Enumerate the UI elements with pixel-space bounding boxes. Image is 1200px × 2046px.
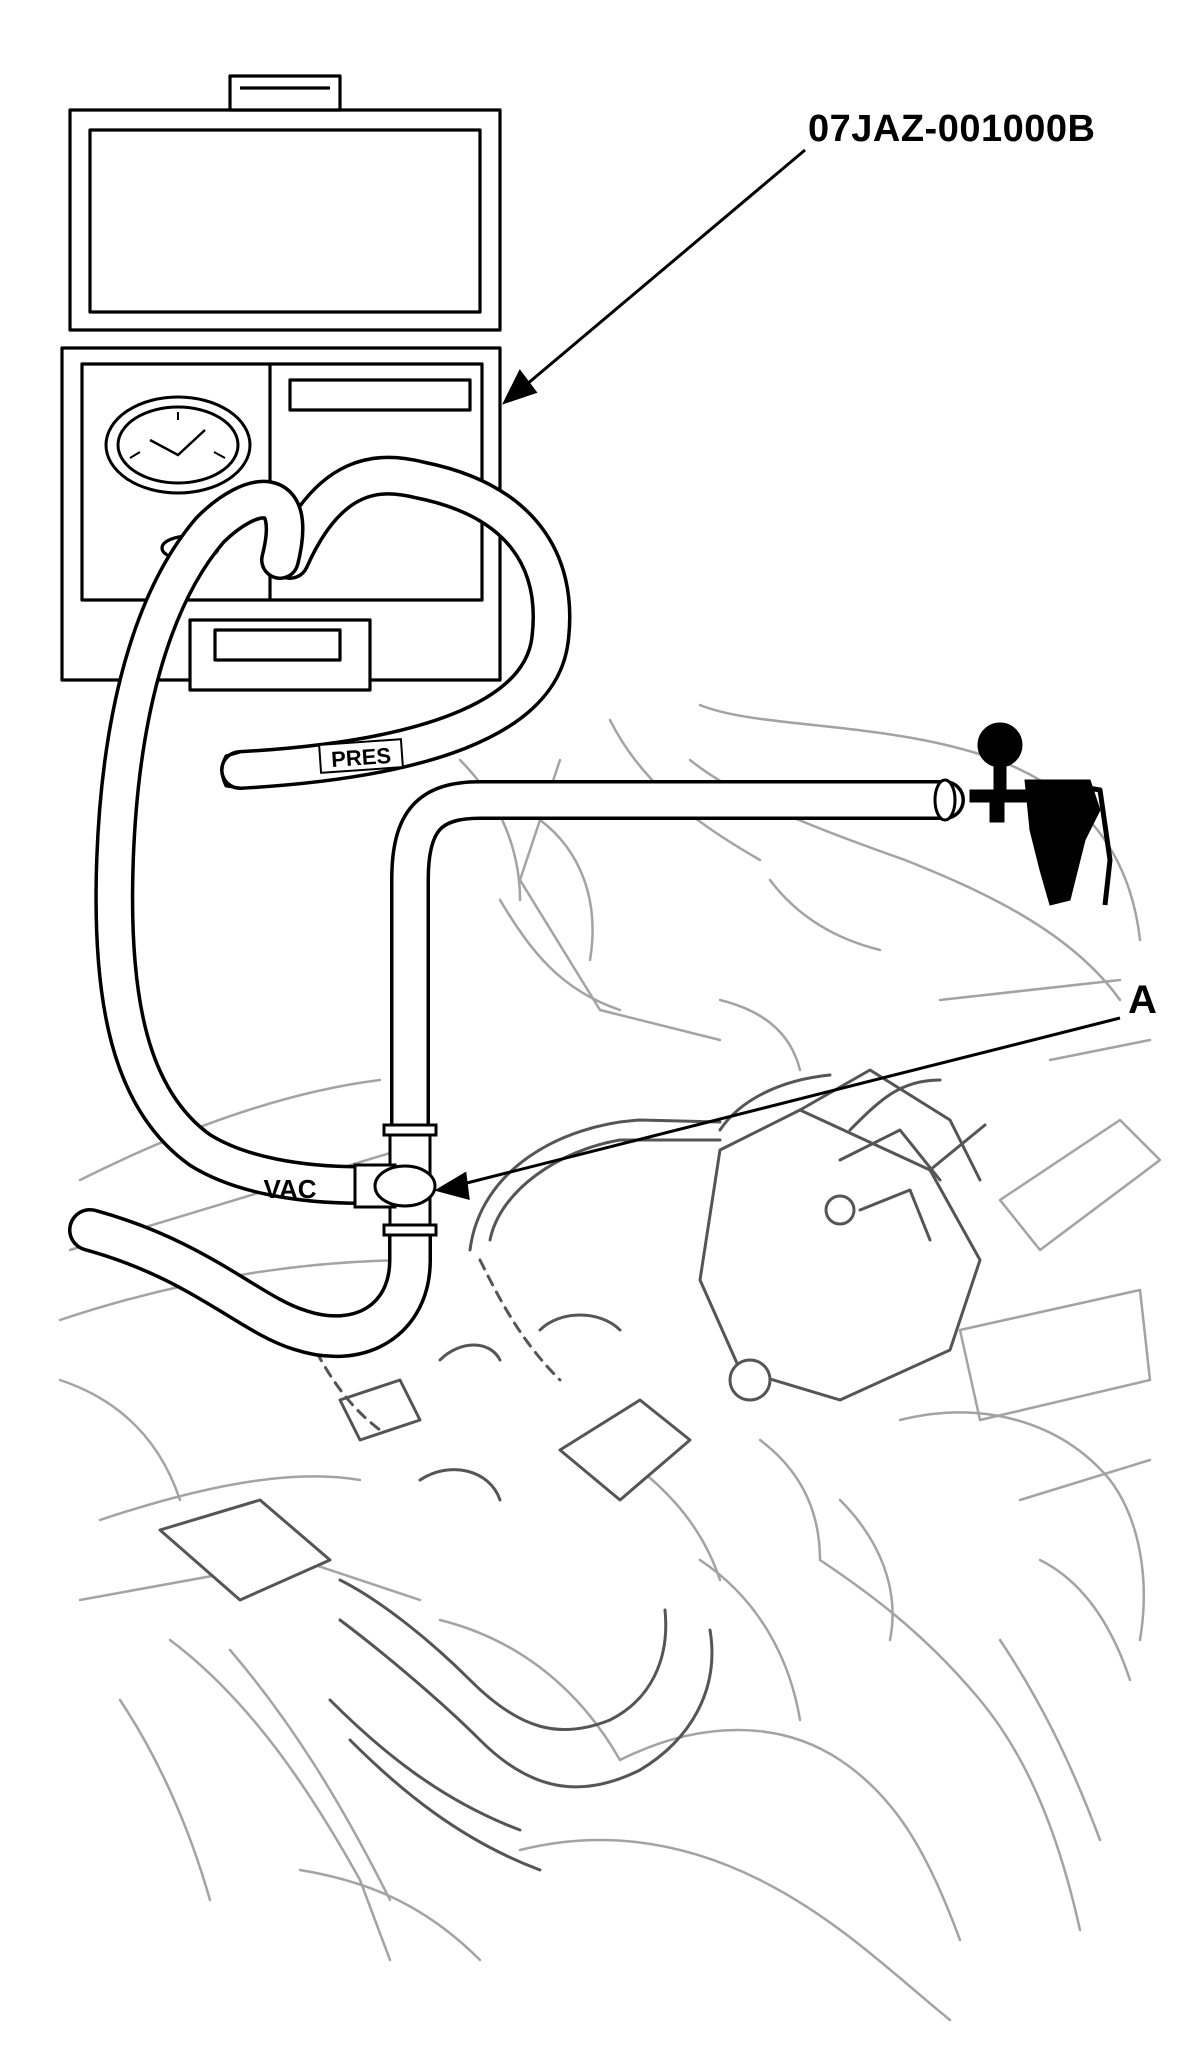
vac-hose-text: VAC — [264, 1174, 317, 1204]
vacuum-hose — [94, 479, 380, 1205]
pump-hose — [390, 778, 965, 1150]
evap-components — [158, 1068, 987, 1872]
tee-fitting-icon — [353, 1123, 438, 1237]
pressure-gauge-icon — [104, 395, 252, 495]
pres-hose-text: PRES — [330, 743, 392, 772]
tester-kit-case-icon — [60, 74, 502, 692]
hand-vacuum-pump-icon — [969, 722, 1113, 906]
tee-fitting-callout: A — [1128, 978, 1157, 1022]
callout-leaders — [434, 148, 1121, 1201]
lower-engine-hose — [68, 1208, 432, 1359]
vac-hose-label: VAC — [264, 1174, 317, 1204]
tool-part-number-callout: 07JAZ-001000B — [808, 108, 1096, 150]
engine-compartment-background — [58, 703, 1162, 2022]
pressure-hose — [220, 455, 572, 790]
pres-hose-label: PRES — [318, 738, 404, 774]
